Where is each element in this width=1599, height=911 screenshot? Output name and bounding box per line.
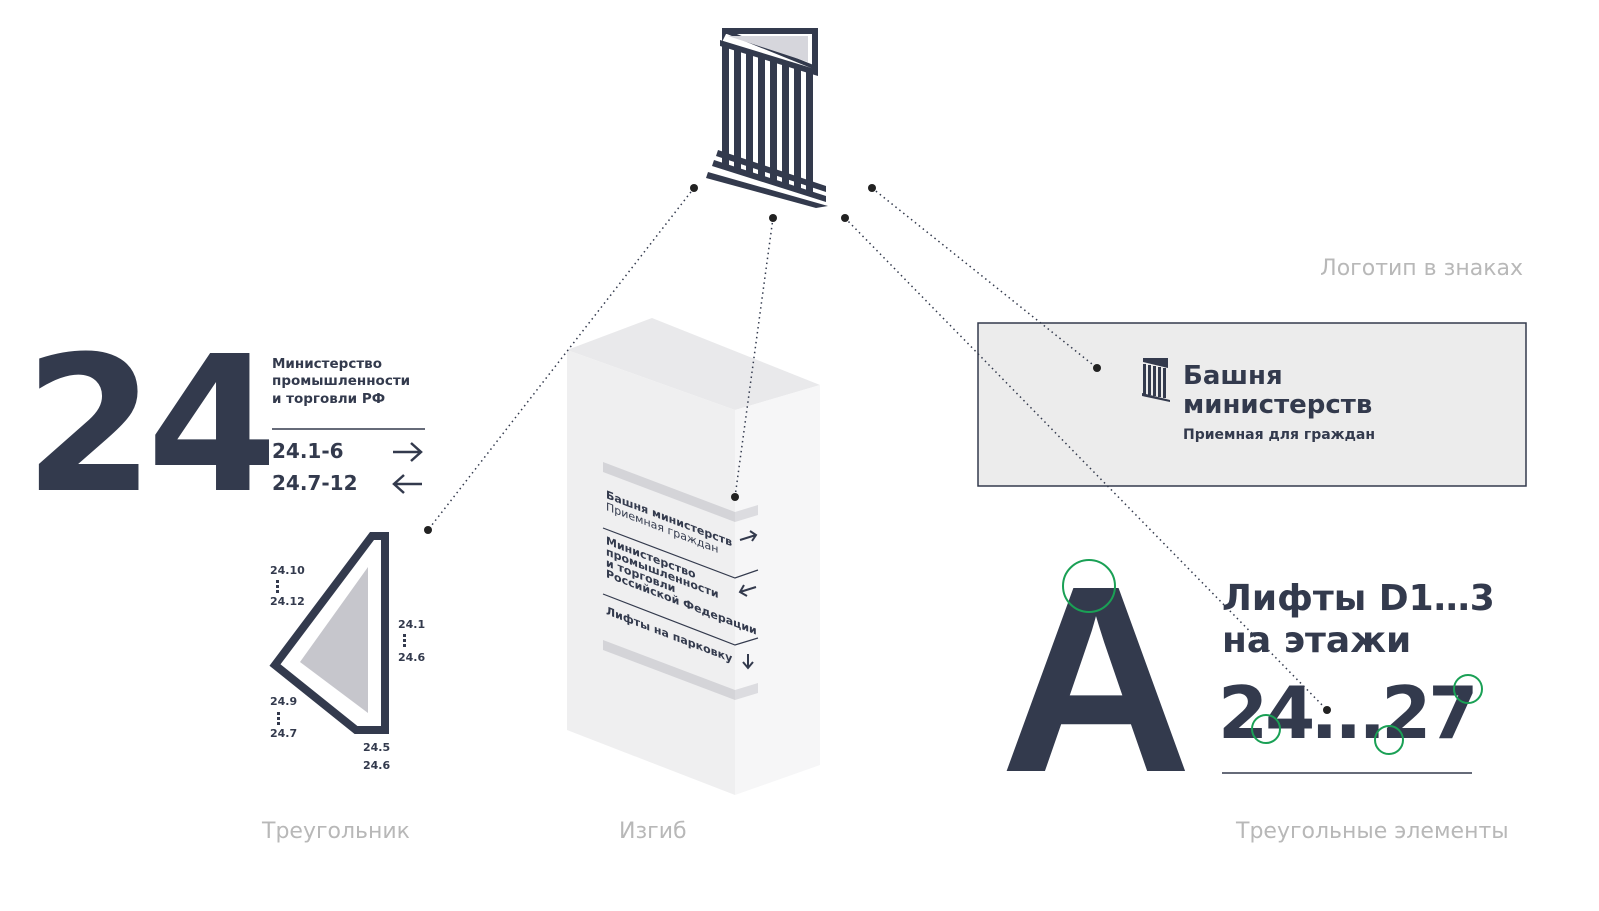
block-stripe-top-right xyxy=(735,505,758,522)
triangle-outline xyxy=(269,532,389,734)
triangle-fill xyxy=(300,567,368,713)
ministry-line: Министерство xyxy=(272,356,382,372)
triangle-label: 24.1 xyxy=(398,618,426,631)
big-floor-number: 24 xyxy=(24,316,278,535)
block-divider-1 xyxy=(602,527,759,579)
logo-name-line2: министерств xyxy=(1183,390,1373,420)
arrow-right-icon xyxy=(393,442,423,462)
block-stripe-top xyxy=(603,462,735,522)
elevator-line1: Лифты D1…3 xyxy=(1222,578,1495,619)
arrow-down-icon xyxy=(742,654,754,670)
big-letter: А xyxy=(1000,531,1193,828)
block-divider-2 xyxy=(602,593,759,646)
triangle-label: 24.5 xyxy=(363,741,391,754)
ministry-line: и торговли РФ xyxy=(272,391,386,407)
arrow-right-icon xyxy=(739,530,758,542)
triangle-label: 24.6 xyxy=(398,651,426,664)
caption-logo: Логотип в знаках xyxy=(1320,256,1523,281)
ministry-line: промышленности xyxy=(272,373,411,389)
triangle-label: 24.6 xyxy=(363,759,391,772)
caption-bend: Изгиб xyxy=(619,819,687,844)
tower-logo-small-icon xyxy=(1142,358,1170,402)
block-stripe-bottom xyxy=(603,640,735,700)
logo-name-line1: Башня xyxy=(1183,361,1283,391)
route-label: 24.7-12 xyxy=(272,471,358,495)
ellipsis-vertical-icons xyxy=(276,580,406,725)
leader-dots xyxy=(424,184,1331,714)
caption-triangle: Треугольник xyxy=(262,819,410,844)
triangle-label: 24.7 xyxy=(270,727,298,740)
floors-range: 24…27 xyxy=(1218,671,1478,755)
caption-elements: Треугольные элементы xyxy=(1236,819,1509,844)
block-top-face xyxy=(567,318,820,410)
triangle-label: 24.9 xyxy=(270,695,298,708)
arrow-left-icon xyxy=(392,474,422,494)
triangle-label: 24.10 xyxy=(270,564,305,577)
leader-lines xyxy=(427,187,1328,711)
triangle-label: 24.12 xyxy=(270,595,305,608)
logo-subtitle: Приемная для граждан xyxy=(1183,427,1376,443)
tower-logo-icon xyxy=(706,28,828,208)
logo-panel xyxy=(977,322,1527,487)
block-stripe-bottom-right xyxy=(735,683,758,700)
elevator-line2: на этажи xyxy=(1222,620,1412,661)
route-label: 24.1-6 xyxy=(272,439,344,463)
arrow-left-icon xyxy=(738,584,757,597)
